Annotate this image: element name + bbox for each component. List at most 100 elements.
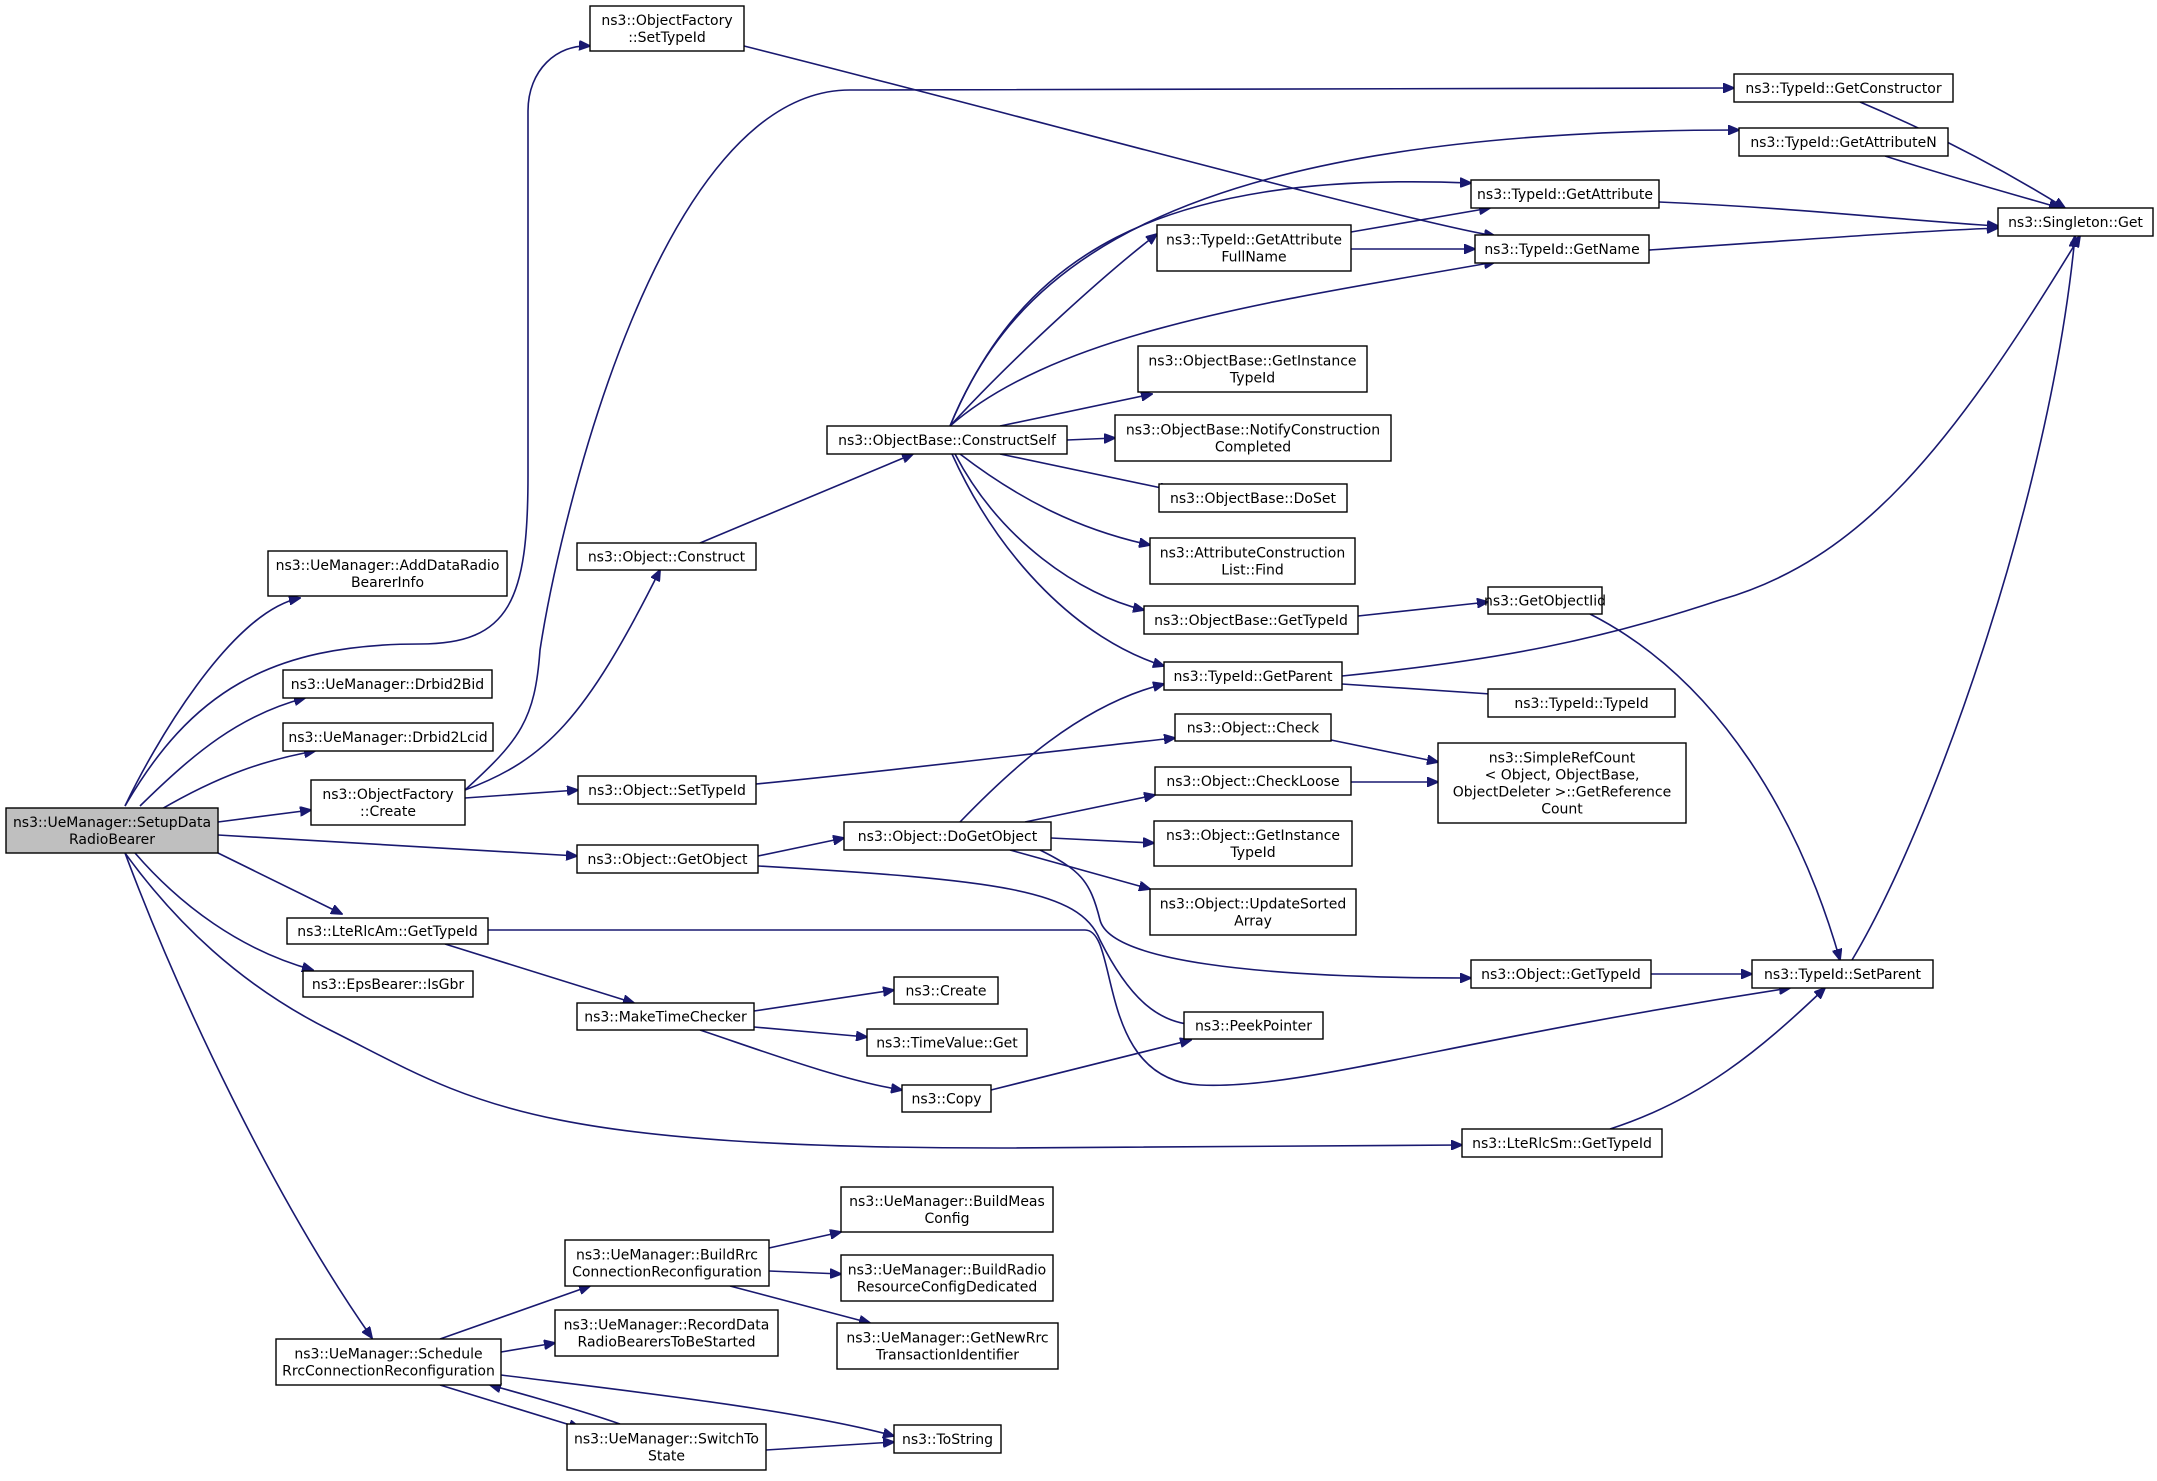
node-ofcreate[interactable]: ns3::ObjectFactory::Create — [310, 779, 466, 826]
node-timevalueget[interactable]: ns3::TimeValue::Get — [866, 1028, 1028, 1057]
edge-line — [1589, 613, 1840, 960]
node-objsettypeid[interactable]: ns3::Object::SetTypeId — [577, 775, 757, 805]
node-drbid2bid[interactable]: ns3::UeManager::Drbid2Bid — [282, 669, 493, 699]
node-setparent[interactable]: ns3::TypeId::SetParent — [1751, 959, 1934, 989]
node-dogetobject[interactable]: ns3::Object::DoGetObject — [843, 821, 1052, 851]
node-box — [1474, 234, 1650, 264]
node-box — [302, 970, 474, 998]
edge-setup-to-isgbr — [134, 852, 313, 970]
node-buildradio[interactable]: ns3::UeManager::BuildRadioResourceConfig… — [840, 1254, 1054, 1302]
node-obdoset[interactable]: ns3::ObjectBase::DoSet — [1158, 483, 1348, 513]
node-tostring[interactable]: ns3::ToString — [893, 1424, 1002, 1454]
node-box — [866, 1028, 1028, 1057]
node-peekpointer[interactable]: ns3::PeekPointer — [1183, 1011, 1324, 1040]
nodes: ns3::UeManager::SetupDataRadioBearerns3:… — [5, 5, 2154, 1471]
node-maketime[interactable]: ns3::MakeTimeChecker — [576, 1002, 755, 1031]
node-recorddata[interactable]: ns3::UeManager::RecordDataRadioBearersTo… — [554, 1309, 779, 1357]
node-label-line: ns3::UeManager::RecordData — [564, 1318, 770, 1334]
node-label-line: ns3::UeManager::SwitchTo — [574, 1432, 759, 1448]
node-objgettypeid[interactable]: ns3::Object::GetTypeId — [1470, 959, 1652, 989]
edge-getattrn-to-singleton — [1884, 155, 2060, 208]
edge-maketime-to-create — [753, 990, 894, 1012]
node-objconstruct[interactable]: ns3::Object::Construct — [576, 542, 757, 571]
node-ofsettypeid[interactable]: ns3::ObjectFactory::SetTypeId — [589, 5, 745, 52]
node-label-line: RrcConnectionReconfiguration — [282, 1364, 495, 1380]
node-label-line: ns3::UeManager::Drbid2Bid — [291, 677, 484, 693]
node-getnewrrc[interactable]: ns3::UeManager::GetNewRrcTransactionIden… — [836, 1322, 1059, 1370]
edge-objconstruct-to-obconstructself — [699, 454, 913, 544]
edge-line — [1039, 849, 1471, 978]
edge-obconstructself-to-getattrfull — [949, 234, 1157, 427]
node-label-line: Completed — [1215, 440, 1291, 456]
node-box — [840, 1254, 1054, 1302]
node-label-line: RadioBearer — [69, 832, 155, 848]
edge-getattrfull-to-getattr — [1350, 208, 1490, 233]
node-box — [836, 1322, 1059, 1370]
node-obconstructself[interactable]: ns3::ObjectBase::ConstructSelf — [826, 425, 1068, 455]
node-simplerefcount[interactable]: ns3::SimpleRefCount< Object, ObjectBase,… — [1437, 742, 1687, 824]
node-label-line: ns3::LteRlcSm::GetTypeId — [1472, 1136, 1652, 1152]
node-box — [1487, 586, 1603, 615]
edge-maketime-to-copy — [699, 1029, 902, 1090]
node-objgetobject[interactable]: ns3::Object::GetObject — [576, 844, 759, 874]
node-label-line: List::Find — [1221, 563, 1284, 579]
edge-line — [217, 834, 577, 856]
node-label-line: ns3::TypeId::TypeId — [1514, 696, 1648, 712]
node-objcheck[interactable]: ns3::Object::Check — [1174, 713, 1332, 742]
node-label-line: Count — [1541, 802, 1583, 818]
node-obgettypeid[interactable]: ns3::ObjectBase::GetTypeId — [1143, 605, 1359, 635]
node-label-line: ns3::ObjectBase::GetTypeId — [1154, 613, 1348, 629]
edge-buildrrc-to-buildradio — [768, 1271, 841, 1274]
edge-line — [1609, 988, 1825, 1130]
node-label-line: ns3::ToString — [902, 1432, 993, 1448]
node-label-line: BearerInfo — [351, 575, 424, 591]
node-label-line: ns3::ObjectBase::GetInstance — [1148, 354, 1356, 370]
node-typeidtypeid[interactable]: ns3::TypeId::TypeId — [1487, 688, 1676, 718]
node-singleton[interactable]: ns3::Singleton::Get — [1997, 207, 2154, 237]
node-box — [1154, 766, 1352, 796]
node-buildrrc[interactable]: ns3::UeManager::BuildRrcConnectionReconf… — [564, 1239, 770, 1287]
node-copy[interactable]: ns3::Copy — [901, 1084, 992, 1113]
edge-line — [124, 598, 300, 807]
node-label-line: ns3::TypeId::SetParent — [1764, 967, 1921, 983]
node-box — [5, 807, 219, 854]
edge-line — [999, 394, 1152, 427]
node-getobjectiid[interactable]: ns3::GetObjectIid — [1484, 586, 1606, 615]
node-getattr[interactable]: ns3::TypeId::GetAttribute — [1470, 179, 1660, 209]
node-schedule[interactable]: ns3::UeManager::ScheduleRrcConnectionRec… — [275, 1338, 502, 1386]
node-lterlcsm[interactable]: ns3::LteRlcSm::GetTypeId — [1461, 1128, 1663, 1158]
edge-line — [1648, 228, 1998, 251]
node-getattrn[interactable]: ns3::TypeId::GetAttributeN — [1738, 127, 1949, 157]
node-box — [1156, 224, 1352, 272]
node-getctor[interactable]: ns3::TypeId::GetConstructor — [1733, 73, 1954, 103]
node-tgetparent[interactable]: ns3::TypeId::GetParent — [1163, 661, 1343, 691]
node-box — [267, 550, 508, 597]
node-getname[interactable]: ns3::TypeId::GetName — [1474, 234, 1650, 264]
node-objcheckloose[interactable]: ns3::Object::CheckLoose — [1154, 766, 1352, 796]
node-create[interactable]: ns3::Create — [893, 976, 999, 1005]
node-obnotify[interactable]: ns3::ObjectBase::NotifyConstructionCompl… — [1114, 414, 1392, 462]
edge-line — [729, 1285, 870, 1323]
node-box — [577, 775, 757, 805]
node-label-line: ns3::TypeId::GetAttribute — [1477, 187, 1653, 203]
node-isgbr[interactable]: ns3::EpsBearer::IsGbr — [302, 970, 474, 998]
node-label-line: ns3::UeManager::GetNewRrc — [846, 1331, 1048, 1347]
edge-line — [217, 810, 311, 823]
edge-line — [464, 790, 578, 799]
node-box — [589, 5, 745, 52]
node-lterlcam[interactable]: ns3::LteRlcAm::GetTypeId — [286, 917, 489, 945]
node-drbid2lcid[interactable]: ns3::UeManager::Drbid2Lcid — [282, 722, 494, 752]
node-label-line: Array — [1234, 914, 1272, 930]
node-box — [286, 917, 489, 945]
edge-setup-to-addinfo — [124, 598, 300, 807]
node-box — [1174, 713, 1332, 742]
